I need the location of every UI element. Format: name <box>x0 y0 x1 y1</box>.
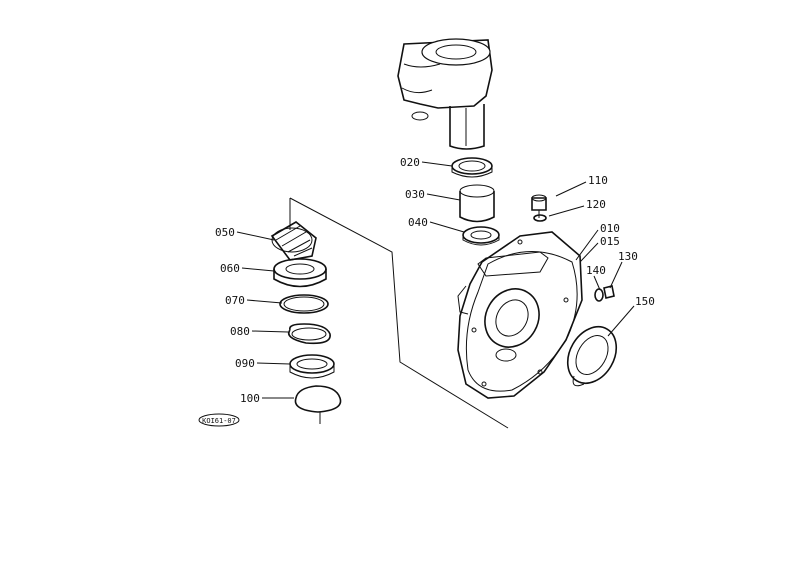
part-100-snap-ring <box>294 385 342 424</box>
label-150: 150 <box>635 295 655 308</box>
part-110-plug-bolt <box>531 194 547 218</box>
part-090-bearing-race <box>289 354 335 379</box>
part-040-bearing <box>462 226 500 246</box>
part-020-seal-ring <box>451 157 493 178</box>
label-070: 070 <box>225 294 245 307</box>
label-130: 130 <box>618 250 638 263</box>
part-030-bushing <box>459 184 495 223</box>
label-120: 120 <box>586 198 606 211</box>
stamp-text: KOI61-07 <box>202 417 236 425</box>
part-140-washer <box>594 288 604 302</box>
part-060-bearing <box>273 258 327 288</box>
gear-case-housing <box>457 231 583 399</box>
part-150-oil-seal <box>566 325 618 387</box>
label-090: 090 <box>235 357 255 370</box>
label-010: 010 <box>600 222 620 235</box>
label-080: 080 <box>230 325 250 338</box>
label-020: 020 <box>400 156 420 169</box>
part-130-bolt <box>603 285 615 299</box>
assembly-bracket-lines <box>289 197 509 429</box>
leader-lines <box>236 161 635 399</box>
part-120-washer <box>533 214 547 222</box>
label-110: 110 <box>588 174 608 187</box>
part-labels: 010 015 020 030 040 050 060 070 080 090 … <box>215 156 655 405</box>
label-030: 030 <box>405 188 425 201</box>
label-100: 100 <box>240 392 260 405</box>
part-070-ring <box>279 294 329 314</box>
label-140: 140 <box>586 264 606 277</box>
reference-stamp: KOI61-07 <box>198 413 240 427</box>
axle-housing-upper <box>397 38 493 150</box>
part-080-snap-ring <box>287 323 331 345</box>
label-050: 050 <box>215 226 235 239</box>
part-050-bevel-gear <box>270 221 317 261</box>
label-060: 060 <box>220 262 240 275</box>
label-040: 040 <box>408 216 428 229</box>
label-015: 015 <box>600 235 620 248</box>
